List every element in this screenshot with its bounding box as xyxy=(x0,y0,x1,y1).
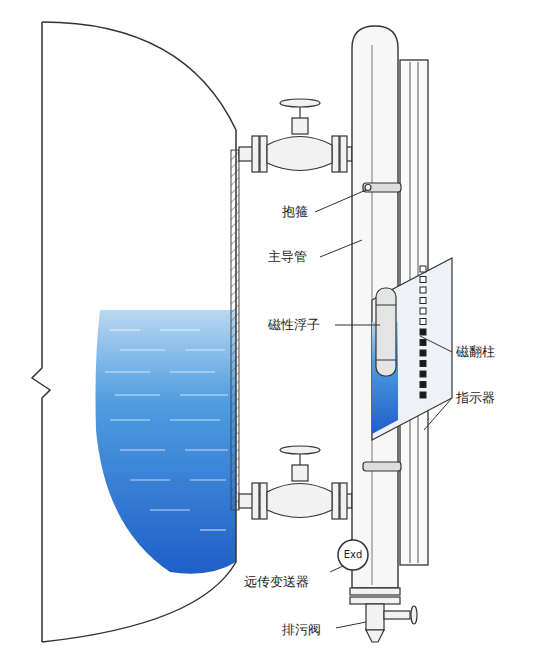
flap xyxy=(420,361,426,367)
part-label: 抱箍 xyxy=(282,204,308,220)
leader-lines xyxy=(315,190,452,628)
cutaway xyxy=(372,258,452,440)
vessel-wall xyxy=(231,150,239,510)
top-valve xyxy=(239,99,352,172)
flap xyxy=(420,329,426,335)
clamp xyxy=(363,183,401,192)
flap xyxy=(420,308,426,314)
flap xyxy=(420,287,426,293)
flap xyxy=(420,319,426,325)
liquid-ripples xyxy=(105,330,228,530)
flap xyxy=(420,371,426,377)
bottom-valve xyxy=(239,446,352,519)
flap xyxy=(420,340,426,346)
part-label: 主导管 xyxy=(268,249,307,265)
flap xyxy=(420,266,426,272)
liquid xyxy=(96,310,237,574)
clamp xyxy=(363,462,401,471)
vessel-outline xyxy=(42,22,236,642)
part-label: 磁翻柱 xyxy=(456,344,495,360)
flap xyxy=(420,277,426,283)
flap xyxy=(420,382,426,388)
flap xyxy=(420,298,426,304)
magnetic-float xyxy=(376,288,396,376)
drain-valve xyxy=(350,588,417,642)
flap xyxy=(420,350,426,356)
flap-column xyxy=(420,266,426,398)
part-label: 排污阀 xyxy=(282,622,321,638)
part-label: 远传变送器 xyxy=(244,574,309,590)
flap xyxy=(420,392,426,398)
ex-mark: Exd xyxy=(344,549,363,561)
part-label: 磁性浮子 xyxy=(268,317,320,333)
transmitter xyxy=(338,540,368,570)
break-line xyxy=(32,22,50,642)
part-label: 指示器 xyxy=(456,390,495,406)
